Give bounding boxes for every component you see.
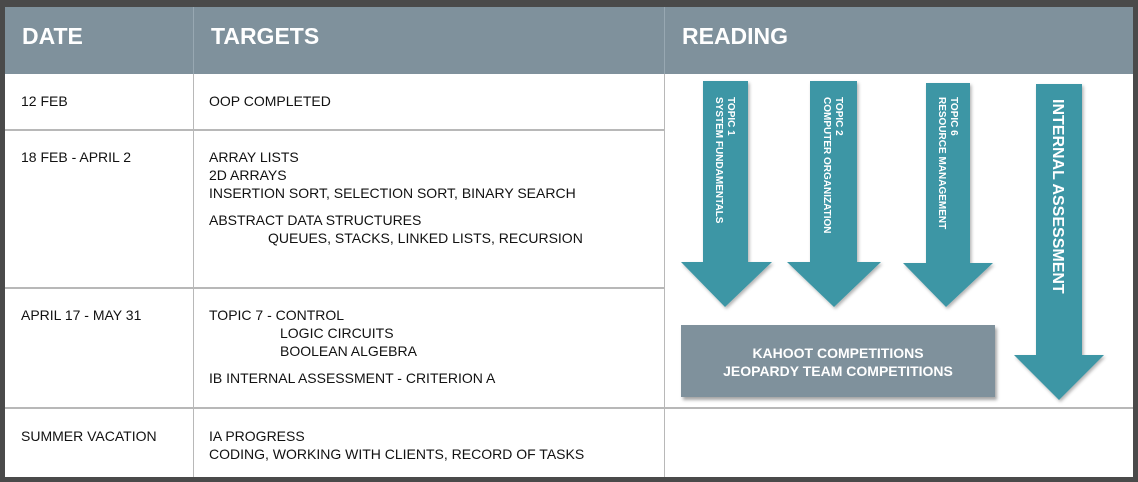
schedule-table: DATE TARGETS READING 12 FEB OOP COMPLETE…: [5, 7, 1133, 477]
date-cell: APRIL 17 - MAY 31: [21, 307, 142, 323]
internal-assessment-label: INTERNAL ASSESSMENT: [1049, 99, 1066, 294]
target-item: LOGIC CIRCUITS: [280, 325, 394, 341]
column-divider: [193, 74, 194, 477]
date-cell: 12 FEB: [21, 93, 68, 109]
target-item: ARRAY LISTS: [209, 149, 299, 165]
topic-2-arrow: [787, 81, 881, 307]
date-cell: SUMMER VACATION: [21, 428, 157, 444]
header-targets: TARGETS: [193, 7, 664, 74]
target-item: ABSTRACT DATA STRUCTURES: [209, 212, 422, 228]
row-divider: [5, 129, 664, 131]
date-cell: 18 FEB - APRIL 2: [21, 149, 131, 165]
target-item: OOP COMPLETED: [209, 93, 331, 109]
competitions-box: KAHOOT COMPETITIONS JEOPARDY TEAM COMPET…: [681, 325, 995, 397]
target-item: BOOLEAN ALGEBRA: [280, 343, 417, 359]
target-item: INSERTION SORT, SELECTION SORT, BINARY S…: [209, 185, 576, 201]
header-date: DATE: [5, 7, 193, 74]
row-divider: [5, 407, 1133, 409]
jeopardy-label: JEOPARDY TEAM COMPETITIONS: [723, 363, 953, 379]
topic-1-arrow: [681, 81, 772, 307]
row-divider: [5, 287, 664, 289]
target-item: IB INTERNAL ASSESSMENT - CRITERION A: [209, 370, 496, 386]
target-item: IA PROGRESS: [209, 428, 305, 444]
internal-assessment-arrow: [1014, 84, 1104, 400]
kahoot-label: KAHOOT COMPETITIONS: [752, 345, 924, 361]
targets-cell: ARRAY LISTS 2D ARRAYS INSERTION SORT, SE…: [209, 148, 583, 247]
target-item: CODING, WORKING WITH CLIENTS, RECORD OF …: [209, 446, 585, 462]
reading-arrows: [681, 81, 1104, 400]
targets-cell: TOPIC 7 - CONTROL LOGIC CIRCUITS BOOLEAN…: [209, 306, 495, 387]
target-item: TOPIC 7 - CONTROL: [209, 307, 345, 323]
topic-6-arrow: [903, 83, 993, 307]
column-divider: [664, 74, 665, 477]
targets-cell: IA PROGRESS CODING, WORKING WITH CLIENTS…: [209, 427, 584, 463]
header-reading: READING: [664, 7, 1133, 74]
target-item: 2D ARRAYS: [209, 167, 287, 183]
target-item: QUEUES, STACKS, LINKED LISTS, RECURSION: [268, 230, 583, 246]
